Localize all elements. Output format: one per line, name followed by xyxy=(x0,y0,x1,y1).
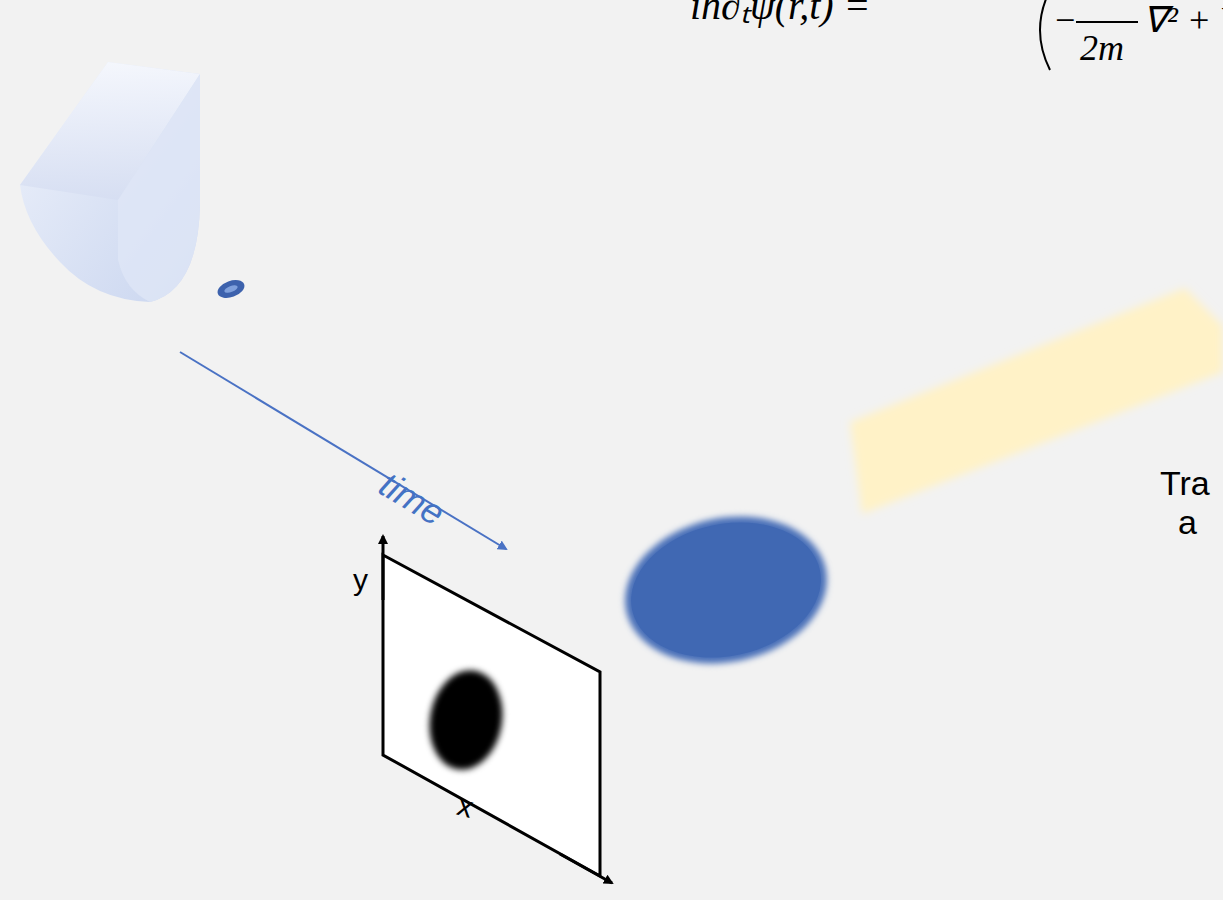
time-label: time xyxy=(373,466,450,532)
caption-fragment: Tra xyxy=(1160,466,1210,500)
axis-label: y xyxy=(353,565,368,595)
time-arrow xyxy=(180,352,506,549)
imaging-plane xyxy=(383,536,612,883)
equation-minus: − xyxy=(1055,2,1075,38)
trap xyxy=(20,62,247,302)
atom-cloud xyxy=(611,498,840,681)
caption-fragment: a xyxy=(1178,505,1197,539)
parenthesis xyxy=(1040,0,1050,70)
imaging-beam xyxy=(850,288,1223,514)
equation-text: ∇² + V xyxy=(1143,2,1223,38)
equation-text: iħ∂ₜψ(r,t) = xyxy=(690,0,871,26)
equation-denominator: 2m xyxy=(1080,30,1124,66)
fraction-bar xyxy=(1076,21,1138,23)
atom-cloud-core xyxy=(618,505,833,674)
